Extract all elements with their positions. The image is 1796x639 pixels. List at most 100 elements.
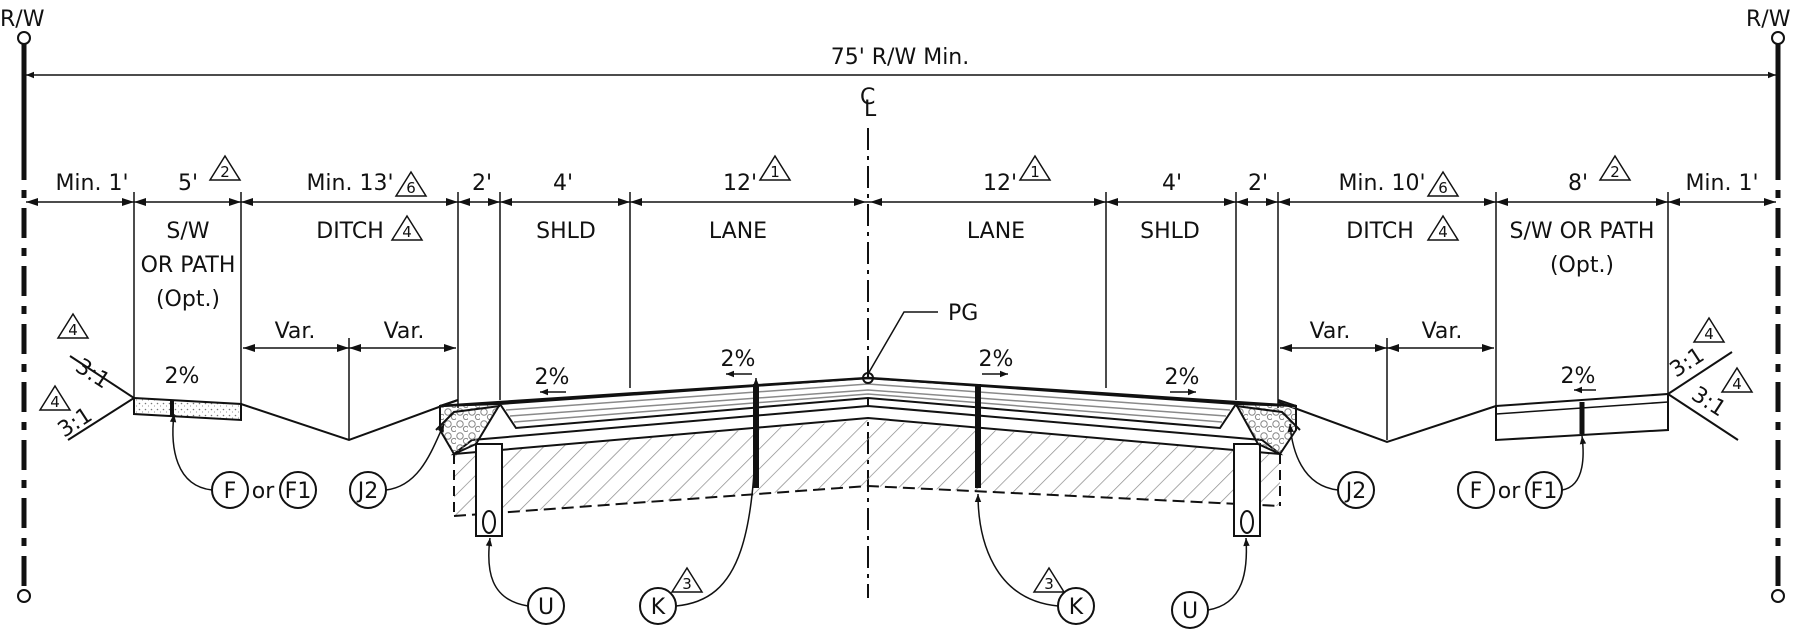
- sidewalk-left-slope: 2%: [165, 364, 200, 389]
- zone-left-lane: LANE: [709, 219, 767, 244]
- zone-right-shld: SHLD: [1140, 219, 1200, 244]
- dim-left-2ft: 2': [472, 171, 492, 196]
- callout-j2-left-text: J2: [356, 479, 379, 504]
- dim-right-shld4: 4': [1162, 171, 1182, 196]
- note-6-left-number: 6: [406, 179, 416, 197]
- callout-f-right-text: F: [1470, 479, 1483, 504]
- pg-label: PG: [948, 301, 978, 326]
- slope-lane-right-label: 2%: [979, 347, 1014, 372]
- callout-j2-right-text: J2: [1344, 479, 1367, 504]
- note-2-right-number: 2: [1610, 163, 1620, 181]
- dim-left-min1: Min. 1': [55, 171, 128, 196]
- note-triangle-4-ditch-left: 4: [390, 214, 424, 241]
- note-triangle-1-left: 1: [758, 154, 792, 181]
- slope-shld-left-label: 2%: [535, 365, 570, 390]
- var-dimensions-right: Var. Var.: [1280, 319, 1494, 440]
- callout-f-left: F or F1: [169, 413, 317, 509]
- callout-k-left: K: [639, 377, 760, 625]
- note-4-slope-left-bottom-number: 4: [50, 393, 60, 411]
- dimension-chain: [26, 192, 1776, 408]
- centerline-l-label: L: [864, 97, 877, 122]
- note-triangle-6-left: 6: [394, 170, 428, 197]
- roadway-section: [435, 376, 1301, 537]
- side-slope-left: 3:1 3:1: [54, 354, 135, 443]
- callout-j2-right: J2: [1287, 423, 1375, 509]
- var-left-2: Var.: [384, 319, 425, 344]
- note-4-slope-right-top-number: 4: [1704, 325, 1714, 343]
- zone-left-ditch: DITCH: [316, 219, 383, 244]
- note-4-ditch-right-number: 4: [1438, 223, 1448, 241]
- note-1-right-number: 1: [1030, 163, 1040, 181]
- note-1-left-number: 1: [770, 163, 780, 181]
- callout-k-right-text: K: [1069, 595, 1084, 620]
- path-right: 2%: [1495, 364, 1669, 442]
- zone-left-shld: SHLD: [536, 219, 596, 244]
- row-left-line: R/W: [0, 7, 45, 603]
- centerline-c-label: C: [860, 85, 875, 110]
- note-4-slope-right-bottom-number: 4: [1732, 375, 1742, 393]
- zone-right-path-line1: S/W OR PATH: [1510, 219, 1655, 244]
- path-right-slope: 2%: [1561, 364, 1596, 389]
- var-right-2: Var.: [1422, 319, 1463, 344]
- note-triangle-4-slope-left-bottom: 4: [38, 384, 72, 411]
- row-width-label: 75' R/W Min.: [831, 45, 970, 70]
- dim-right-min1: Min. 1': [1685, 171, 1758, 196]
- callout-j2-left: J2: [349, 423, 445, 509]
- row-left-label: R/W: [0, 7, 45, 32]
- callout-f1-right-text: F1: [1531, 479, 1558, 504]
- callout-or-left-text: or: [252, 479, 275, 504]
- note-6-right-number: 6: [1438, 179, 1448, 197]
- callout-f1-left-text: F1: [285, 479, 312, 504]
- note-triangle-2-right: 2: [1598, 154, 1632, 181]
- callout-k-right: K: [974, 493, 1095, 625]
- dim-left-lane12: 12': [723, 171, 757, 196]
- row-right-line: R/W: [1746, 7, 1791, 603]
- note-2-left-number: 2: [220, 163, 230, 181]
- callout-u-right-text: U: [1182, 599, 1198, 624]
- slope-right-bottom-label: 3:1: [1687, 382, 1730, 422]
- row-right-label: R/W: [1746, 7, 1791, 32]
- var-left-1: Var.: [275, 319, 316, 344]
- dim-right-path8: 8': [1568, 171, 1588, 196]
- note-triangle-4-ditch-right: 4: [1426, 214, 1460, 241]
- note-triangle-2-left: 2: [208, 154, 242, 181]
- slope-shld-right-label: 2%: [1165, 365, 1200, 390]
- zone-right-ditch: DITCH: [1346, 219, 1413, 244]
- centerline: C L: [860, 85, 877, 598]
- note-triangle-4-slope-right-top: 4: [1692, 316, 1726, 343]
- dim-right-2ft: 2': [1248, 171, 1268, 196]
- zone-left-sw-line1: S/W: [166, 219, 209, 244]
- callout-u-right: U: [1171, 537, 1250, 629]
- zone-right-lane: LANE: [967, 219, 1025, 244]
- callout-or-right-text: or: [1498, 479, 1521, 504]
- ditch-right-ground: [1277, 401, 1497, 444]
- note-3-left-number: 3: [682, 575, 692, 593]
- note-triangle-1-right: 1: [1018, 154, 1052, 181]
- note-4-ditch-left-number: 4: [402, 223, 412, 241]
- callout-f-right: F or F1: [1457, 435, 1587, 509]
- zone-left-sw-line3: (Opt.): [156, 287, 220, 312]
- slope-lane-left-label: 2%: [721, 347, 756, 372]
- dim-left-shld4: 4': [553, 171, 573, 196]
- slope-left-bottom-label: 3:1: [54, 403, 97, 443]
- note-3-right-number: 3: [1044, 575, 1054, 593]
- note-4-slope-left-top-number: 4: [68, 321, 78, 339]
- dim-right-lane12: 12': [983, 171, 1017, 196]
- ditch-left-ground: [240, 399, 459, 442]
- note-triangle-4-slope-left-top: 4: [56, 312, 90, 339]
- callout-u-left-text: U: [538, 595, 554, 620]
- var-dimensions-left: Var. Var.: [243, 319, 456, 440]
- dim-left-ditch13: Min. 13': [306, 171, 393, 196]
- note-triangle-3-left: 3: [670, 566, 704, 593]
- note-triangle-3-right: 3: [1032, 566, 1066, 593]
- callout-f-left-text: F: [224, 479, 237, 504]
- callout-k-left-text: K: [651, 595, 666, 620]
- dim-right-ditch10: Min. 10': [1338, 171, 1425, 196]
- sidewalk-left: 2%: [133, 364, 242, 422]
- note-triangle-4-slope-right-bottom: 4: [1720, 366, 1754, 393]
- zone-right-path-line2: (Opt.): [1550, 253, 1614, 278]
- callout-u-left: U: [485, 537, 565, 625]
- var-right-1: Var.: [1310, 319, 1351, 344]
- dim-left-sw5: 5': [178, 171, 198, 196]
